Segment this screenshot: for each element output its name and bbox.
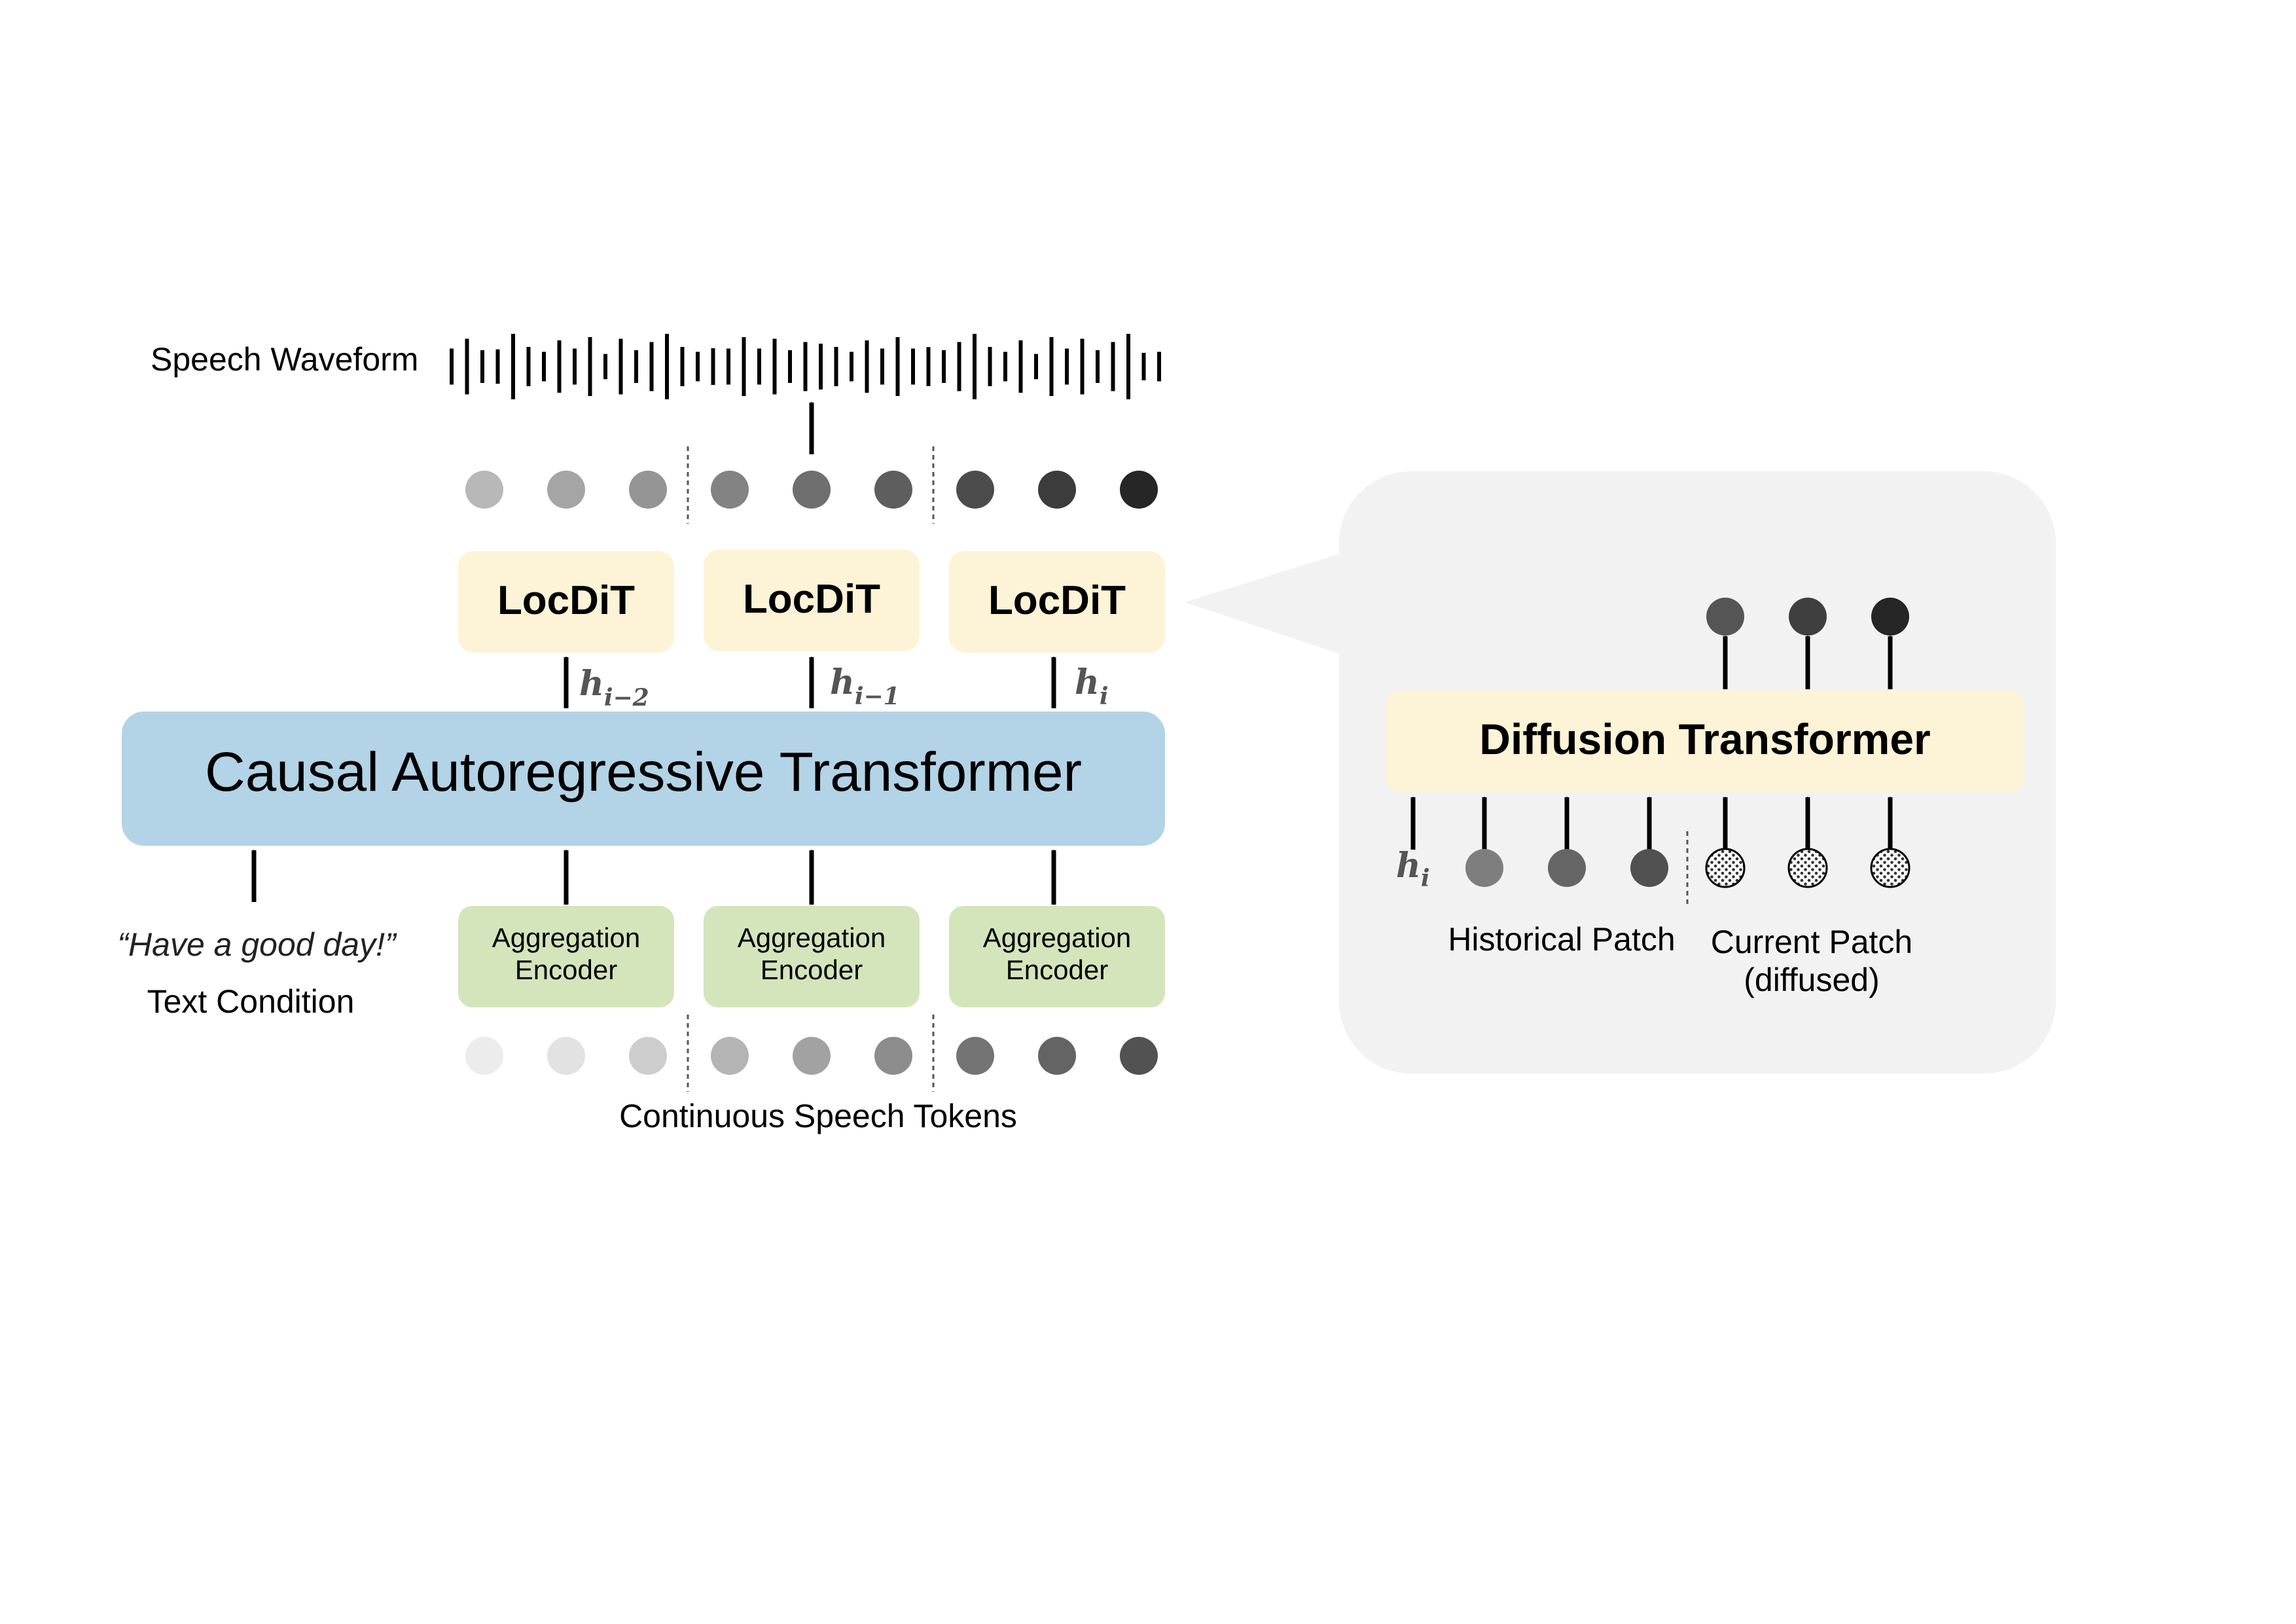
current-patch-label: Current Patch xyxy=(1711,924,1912,960)
current-patch-tokens xyxy=(1705,848,1910,888)
hidden-state-label: hi xyxy=(1075,662,1109,710)
input-token xyxy=(1120,1037,1158,1075)
historical-patch-tokens xyxy=(1465,849,1668,887)
aggregation-encoder-label: Encoder xyxy=(1006,954,1108,985)
output-token xyxy=(874,471,912,509)
causal-autoregressive-transformer: Causal Autoregressive Transformer xyxy=(122,712,1165,846)
hidden-state-label: hi−2 xyxy=(579,664,649,712)
diffusion-detail-panel: Diffusion Transformer hi Historical Patc… xyxy=(1185,471,2056,1074)
locdit-block-2: LocDiT xyxy=(704,550,920,651)
input-token xyxy=(547,1037,585,1075)
continuous-speech-tokens-label: Continuous Speech Tokens xyxy=(619,1098,1017,1134)
output-token-row xyxy=(465,471,1158,509)
input-token xyxy=(465,1037,503,1075)
locdit-block-3: LocDiT xyxy=(949,551,1165,653)
aggregation-encoder-label: Aggregation xyxy=(983,922,1132,953)
dotted-token-icon xyxy=(1870,848,1910,888)
diffusion-transformer-label: Diffusion Transformer xyxy=(1479,715,1930,763)
locdit-block-1: LocDiT xyxy=(458,551,674,653)
output-token xyxy=(1038,471,1076,509)
generated-token xyxy=(1706,598,1744,636)
dotted-token-icon xyxy=(1787,848,1828,888)
current-patch-sublabel: (diffused) xyxy=(1744,962,1880,998)
generated-token xyxy=(1789,598,1827,636)
input-token xyxy=(711,1037,749,1075)
generated-token-row xyxy=(1706,598,1909,636)
output-token xyxy=(956,471,994,509)
aggregation-encoder-1: Aggregation Encoder xyxy=(458,906,674,1007)
generated-token xyxy=(1871,598,1909,636)
input-token xyxy=(1038,1037,1076,1075)
input-token xyxy=(874,1037,912,1075)
aggregation-encoder-label: Encoder xyxy=(761,954,863,985)
aggregation-encoder-2: Aggregation Encoder xyxy=(704,906,920,1007)
output-token xyxy=(711,471,749,509)
historical-patch-label: Historical Patch xyxy=(1448,921,1675,958)
input-token xyxy=(629,1037,667,1075)
text-condition-label: Text Condition xyxy=(147,983,355,1020)
aggregation-encoder-label: Aggregation xyxy=(492,922,641,953)
output-token xyxy=(547,471,585,509)
speech-waveform-label: Speech Waveform xyxy=(151,341,418,378)
aggregation-encoder-label: Aggregation xyxy=(738,922,886,953)
speech-waveform xyxy=(450,334,1161,399)
output-token xyxy=(1120,471,1158,509)
dotted-token-icon xyxy=(1705,848,1746,888)
hidden-state-input-label: hi xyxy=(1396,846,1430,892)
input-token xyxy=(793,1037,831,1075)
historical-token xyxy=(1548,849,1586,887)
historical-token xyxy=(1630,849,1668,887)
output-token xyxy=(465,471,503,509)
diffusion-transformer-box xyxy=(1386,691,2024,792)
output-token xyxy=(629,471,667,509)
aggregation-encoder-3: Aggregation Encoder xyxy=(949,906,1165,1007)
locdit-label: LocDiT xyxy=(743,577,880,622)
input-token-row xyxy=(465,1037,1158,1075)
transformer-label: Causal Autoregressive Transformer xyxy=(205,741,1082,803)
output-token xyxy=(793,471,831,509)
input-token xyxy=(956,1037,994,1075)
locdit-label: LocDiT xyxy=(988,578,1126,623)
hidden-state-label: hi−1 xyxy=(830,662,900,710)
locdit-label: LocDiT xyxy=(497,578,635,623)
aggregation-encoder-label: Encoder xyxy=(515,954,617,985)
historical-token xyxy=(1465,849,1503,887)
callout-pointer xyxy=(1185,553,1342,655)
text-condition-quote: “Have a good day!” xyxy=(117,926,397,963)
